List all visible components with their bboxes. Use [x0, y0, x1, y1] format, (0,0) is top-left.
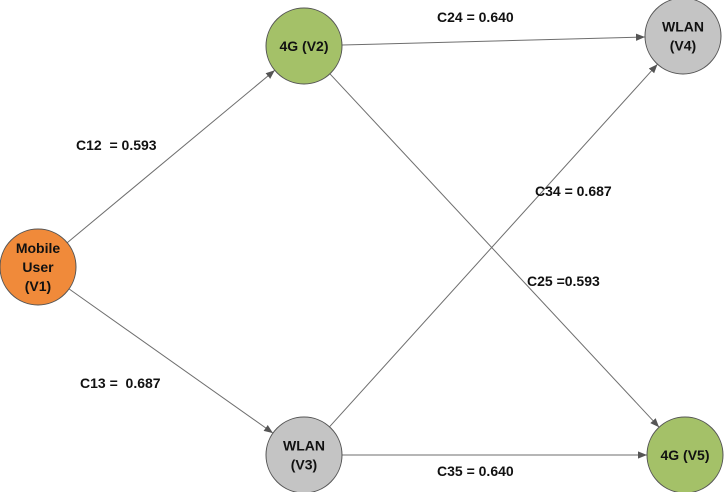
edge-label-v1-v3: C13 = 0.687: [80, 375, 161, 391]
edge-v3-v4: [329, 63, 658, 428]
node-label-v2-line-1: 4G (V2): [279, 38, 328, 54]
edge-label-v2-v4: C24 = 0.640: [437, 9, 514, 25]
node-v4: WLAN (V4): [644, 0, 722, 75]
node-circle-v4: [644, 0, 722, 75]
node-v3: WLAN (V3): [265, 416, 343, 492]
node-label-v3-line-1: WLAN: [283, 438, 325, 454]
edge-v2-v4: [341, 33, 646, 46]
edge-label-v3-v5: C35 = 0.640: [437, 463, 514, 479]
edge-label-v2-v5: C25 =0.593: [527, 273, 600, 289]
edge-v1-v3: [68, 288, 274, 434]
node-label-v1-line-3: (V1): [25, 278, 51, 294]
node-v2: 4G (V2): [265, 7, 343, 85]
node-label-v5-line-1: 4G (V5): [660, 447, 709, 463]
edge-v2-v5: [329, 73, 660, 428]
node-circle-v2: [265, 7, 343, 85]
node-label-v1-line-1: Mobile: [16, 240, 61, 256]
node-label-v4-line-1: WLAN: [662, 19, 704, 35]
node-circle-v3: [265, 416, 343, 492]
node-label-v3-line-2: (V3): [291, 457, 317, 473]
edge-label-v1-v2: C12 = 0.593: [76, 137, 157, 153]
edges-layer: [66, 33, 660, 459]
node-label-v4-line-2: (V4): [670, 38, 696, 54]
node-circle-v1: [0, 228, 77, 306]
node-v5: 4G (V5): [646, 416, 724, 492]
edge-v1-v2: [66, 69, 276, 244]
node-label-v1-line-2: User: [22, 259, 54, 275]
node-circle-v5: [646, 416, 724, 492]
edge-label-v3-v4: C34 = 0.687: [535, 183, 612, 199]
